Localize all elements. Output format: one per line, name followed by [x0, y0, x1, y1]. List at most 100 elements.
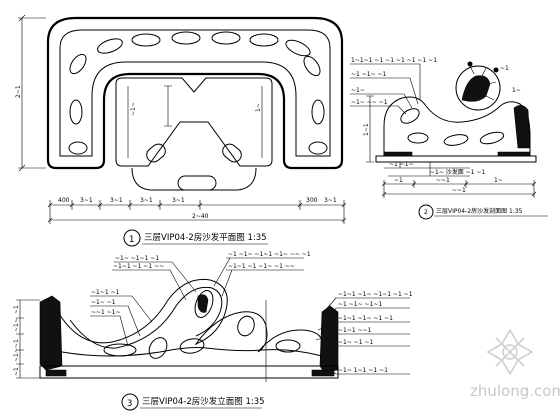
elev-label-top-1: ~1 ~1~ ~1~1 ~1~ ~~ ~1	[228, 251, 311, 258]
section-seat-cushion-1	[407, 132, 429, 144]
section-dim-b: ~~1	[436, 177, 450, 184]
elevation-side-dims: ~1 ~1~ ~1 ~1~ ~1	[13, 299, 40, 379]
elev-label-right-3: ~1~1 ~1~ ~1 ~1	[338, 315, 393, 322]
elev-label-left-4: ~1~ ~1	[91, 299, 116, 306]
elevation-view: ~1 ~1~ ~1 ~1~ ~1 ~1~ ~1~1 ~1 ~1~1 ~1 ~1 …	[13, 251, 413, 411]
section-arm-cushion	[400, 108, 420, 124]
elev-base-hatch-right	[311, 369, 335, 377]
section-detail-callout: ~1 1~	[455, 61, 521, 111]
plan-inner-dim-1: ~1~	[130, 102, 137, 116]
elev-base-hatch-left	[45, 369, 67, 377]
elev-left-arm	[39, 295, 63, 371]
plan-caption: 1 三层VIP04-2房沙发平面图 1:35	[123, 229, 268, 247]
section-bottom-label-2: ~1~ 沙发面 ~1 ~1	[430, 168, 485, 176]
elevation-caption-number: 3	[127, 399, 132, 409]
plan-lower-cushion-left	[146, 143, 166, 163]
plan-back-cushions	[68, 31, 328, 155]
section-label-1: 1~1~1 ~1 ~1 ~1 ~1 ~1 ~1	[351, 57, 437, 64]
watermark-text: zhulong.com	[470, 382, 560, 400]
section-caption-number: 2	[424, 209, 428, 216]
elev-label-left-5: ~~1 ~1~	[91, 309, 121, 316]
elevation-caption-text: 三层VIP04-2房沙发立面图 1:35	[142, 396, 265, 407]
section-caption-text: 三层VIP04-2房沙发剖面图 1:35	[436, 207, 523, 215]
section-callout-1: ~1	[500, 65, 509, 72]
section-label-2: ~1 ~1~ ~1	[351, 71, 387, 78]
section-vertical-dim-text: 1~1	[363, 123, 370, 136]
elev-base	[39, 365, 339, 379]
watermark-logo-icon	[486, 328, 534, 376]
section-callout-2: 1~	[512, 87, 521, 94]
elev-label-right-1: ~1~1 ~1~ ~1~1 ~1 ~1	[338, 291, 413, 298]
section-labels: 1~1~1 ~1 ~1 ~1 ~1 ~1 ~1 ~1 ~1~ ~1 ~1~ ~1…	[350, 57, 437, 115]
elev-label-right-5: ~1~ ~1 ~1	[338, 339, 374, 346]
elevation-caption: 3 三层VIP04-2房沙发立面图 1:35	[121, 393, 265, 411]
elev-label-left-2: ~1~1 ~1 ~1 ~~	[113, 263, 164, 270]
elevation-right-labels: ~1~1 ~1~ ~1~1 ~1 ~1 ~1 ~1~ ~1~1 ~1~1 ~1~…	[315, 291, 413, 375]
plan-coffee-table	[115, 77, 273, 167]
elev-label-left-3: ~1~1 ~1	[91, 289, 120, 296]
plan-view: ~1~ 1~ 2~1 400 3~1 3~1 3~1 3~1 300 3~1 2…	[15, 14, 347, 247]
elev-side-dim-1: ~1	[13, 305, 20, 314]
section-floor-leader	[384, 162, 470, 177]
elev-side-dim-2: ~1~	[13, 318, 20, 332]
elev-label-top-2: ~1~1 ~1 ~1~ ~1 ~~	[228, 263, 295, 270]
section-label-3: ~1~	[351, 87, 365, 94]
plan-dim-top-6: 300	[306, 197, 318, 204]
plan-caption-number: 1	[129, 235, 134, 245]
plan-dimension-chain: 400 3~1 3~1 3~1 3~1 300 3~1 2~40	[47, 197, 347, 224]
section-dimension-chain: ~1 ~~1 1~ ~~1	[381, 177, 537, 198]
elev-label-left-1: ~1~ ~1~1 ~1	[115, 255, 159, 262]
plan-lower-cushion-mid	[177, 175, 217, 191]
plan-dim-top-2: 3~1	[80, 197, 93, 204]
plan-dim-top-4: 3~1	[140, 197, 153, 204]
elev-cushion-4	[237, 315, 255, 337]
section-vertical-dim	[366, 95, 374, 163]
plan-lower-capsule	[131, 167, 257, 191]
elev-right-arm	[319, 305, 339, 373]
section-dim-total: ~~1	[452, 187, 466, 194]
plan-inner-dim-3: 1~	[255, 103, 262, 112]
elev-side-dim-3: ~1	[13, 339, 20, 348]
section-view: 1~1~1 ~1 ~1 ~1 ~1 ~1 ~1 ~1 ~1~ ~1 ~1~ ~1…	[350, 57, 548, 220]
section-seat-cushion-3	[479, 131, 505, 145]
elev-cushion-3	[179, 338, 205, 354]
plan-caption-text: 三层VIP04-2房沙发平面图 1:35	[144, 232, 267, 243]
elev-label-right-2: ~1 ~1~ ~1~1	[338, 301, 382, 308]
elevation-top-labels: ~1 ~1~ ~1~1 ~1~ ~~ ~1 ~1~1 ~1 ~1~ ~1 ~~	[213, 251, 311, 297]
elev-cushion-top-shade	[197, 294, 209, 313]
plan-sofa-outer	[46, 16, 344, 170]
elev-label-right-6: ~1~ 1~1 ~1 ~1	[338, 367, 388, 374]
elev-side-dim-4: ~1~	[13, 348, 20, 362]
elev-cushion-1	[103, 343, 137, 357]
elev-cushion-2	[148, 337, 168, 359]
elev-side-dim-5: ~1	[13, 367, 20, 376]
elev-cushion-5	[275, 339, 301, 353]
section-base-hatch-right	[497, 151, 531, 157]
section-back-hatch	[513, 105, 531, 149]
plan-dim-top-7: 3~1	[324, 197, 337, 204]
plan-height-dim: 2~1	[15, 85, 22, 98]
plan-dim-top-3: 3~1	[110, 197, 123, 204]
section-bottom-label-1: ~1 ~1~	[389, 161, 414, 168]
plan-dim-line-inner	[164, 85, 172, 127]
plan-dim-top-5: 3~1	[172, 197, 185, 204]
section-label-4: ~1~ ~~ ~1	[351, 99, 388, 106]
watermark: zhulong.com	[470, 328, 560, 400]
plan-sofa-inner	[59, 29, 331, 157]
plan-height-dimension: 2~1	[15, 14, 46, 172]
elev-cushion-top	[194, 290, 214, 318]
section-caption: 2 三层VIP04-2房沙发剖面图 1:35	[418, 204, 548, 220]
elev-sofa-back-wave	[57, 278, 323, 353]
section-base	[375, 155, 537, 163]
elevation-left-labels: ~1~ ~1~1 ~1 ~1~1 ~1 ~1 ~~ ~1~1 ~1 ~1~ ~1…	[90, 255, 197, 347]
section-dim-a: ~1	[394, 177, 403, 184]
section-dim-c: 1~	[494, 177, 503, 184]
elev-sofa-back-wave-inner	[69, 286, 223, 349]
section-base-hatch-left	[383, 151, 413, 157]
section-sofa-profile	[383, 96, 531, 157]
elev-label-right-4: ~1~1 ~~1	[338, 327, 372, 334]
section-seat-cushion-2	[443, 134, 469, 146]
plan-dim-top-1: 400	[58, 197, 70, 204]
plan-lower-cushion-right	[222, 143, 242, 163]
